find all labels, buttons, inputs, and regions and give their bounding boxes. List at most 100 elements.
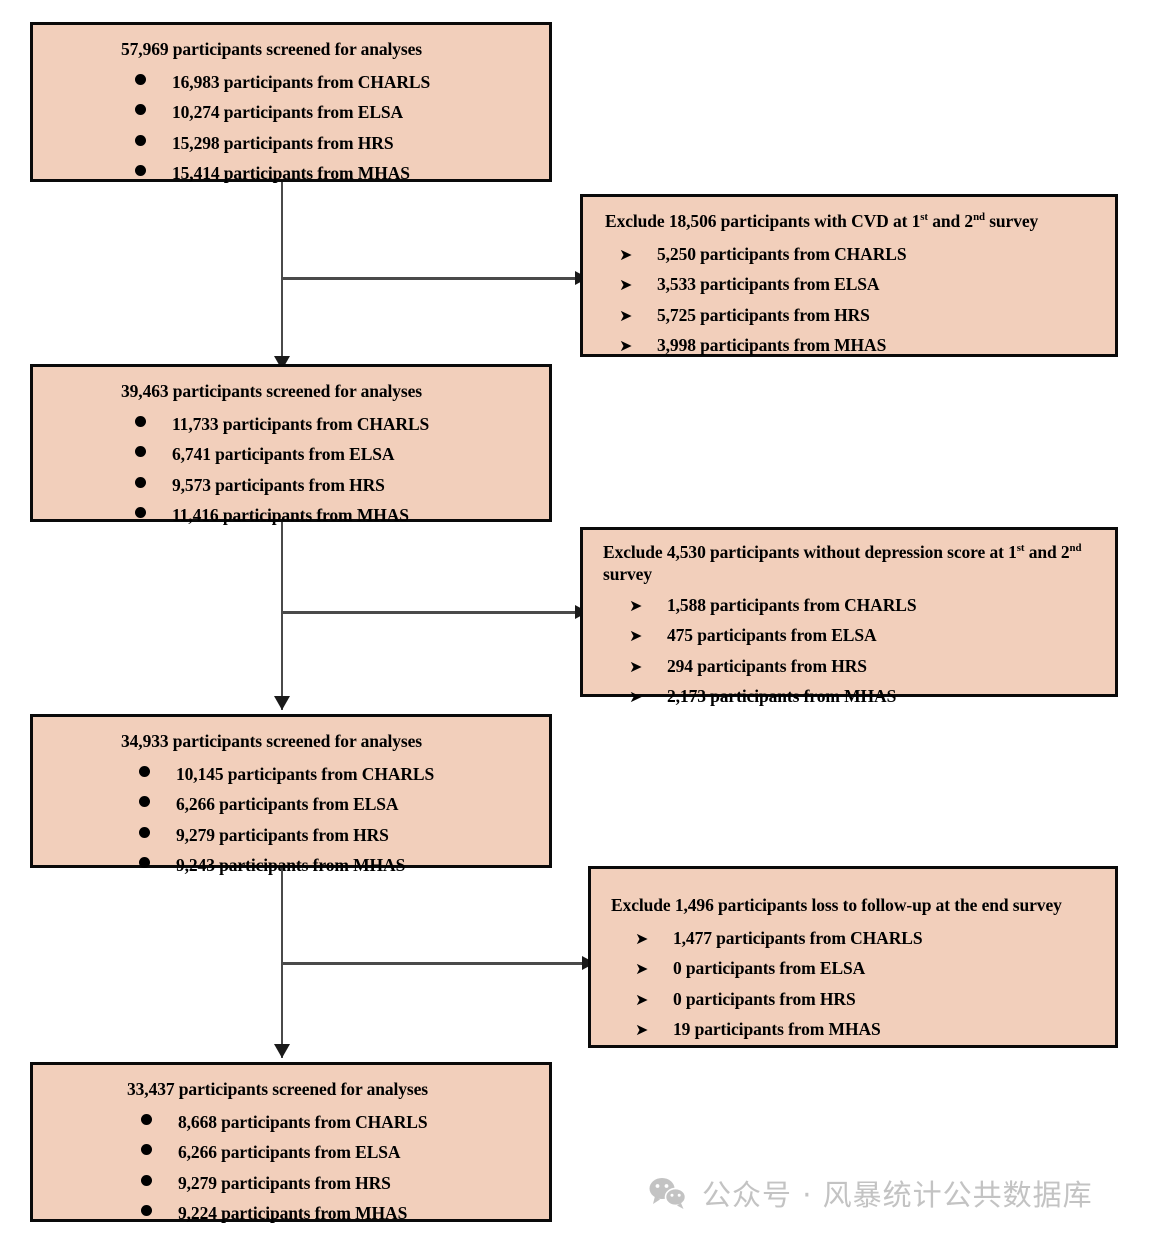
filled-circle-bullet-icon xyxy=(135,507,146,519)
list-item: 9,279 participants from HRS xyxy=(43,1174,539,1193)
list-item: 9,279 participants from HRS xyxy=(43,826,539,845)
connector-horizontal-3 xyxy=(281,962,584,965)
list-item: 10,145 participants from CHARLS xyxy=(43,765,539,784)
list-item: 8,668 participants from CHARLS xyxy=(43,1113,539,1132)
list-item: ➤2,173 participants from MHAS xyxy=(629,686,897,707)
exclusion-box-1: Exclude 18,506 participants with CVD at … xyxy=(580,194,1118,357)
list-item: 9,224 participants from MHAS xyxy=(43,1205,539,1223)
filled-circle-bullet-icon xyxy=(135,73,146,85)
list-item: 10,274 participants from ELSA xyxy=(43,104,539,122)
exclusion-box-1-title: Exclude 18,506 participants with CVD at … xyxy=(593,211,1105,233)
ordinal-suffix: nd xyxy=(1069,542,1082,555)
list-item: 9,243 participants from MHAS xyxy=(43,857,539,875)
filled-circle-bullet-icon xyxy=(135,104,146,116)
connector-horizontal-1 xyxy=(281,277,577,280)
list-item: 6,266 participants from ELSA xyxy=(43,1144,539,1162)
list-item: 9,573 participants from HRS xyxy=(43,476,539,495)
list-item: ➤294 participants from HRS xyxy=(629,655,867,676)
ordinal-suffix: st xyxy=(920,211,928,224)
connector-vertical-1 xyxy=(281,182,283,370)
watermark-text: 公众号 · 风暴统计公共数据库 xyxy=(702,1178,1093,1212)
arrowhead-bullet-icon: ➤ xyxy=(635,989,649,1009)
arrowhead-bullet-icon: ➤ xyxy=(629,626,643,646)
arrowhead-bullet-icon: ➤ xyxy=(619,275,633,295)
exclusion-box-3-list: ➤1,477 participants from CHARLS ➤0 parti… xyxy=(601,927,1105,1040)
list-item: 11,416 participants from MHAS xyxy=(43,507,539,525)
filled-circle-bullet-icon xyxy=(135,165,146,177)
exclusion-box-3-title: Exclude 1,496 participants loss to follo… xyxy=(611,895,1062,915)
main-box-2-title: 39,463 participants screened for analyse… xyxy=(121,381,423,401)
filled-circle-bullet-icon xyxy=(139,826,150,838)
list-item: ➤3,533 participants from ELSA xyxy=(619,274,880,295)
filled-circle-bullet-icon xyxy=(141,1113,152,1125)
connector-horizontal-2 xyxy=(281,611,577,614)
arrowhead-bullet-icon: ➤ xyxy=(619,305,633,325)
filled-circle-bullet-icon xyxy=(135,415,146,427)
arrowhead-bullet-icon: ➤ xyxy=(629,595,643,615)
exclusion-box-3: Exclude 1,496 participants loss to follo… xyxy=(588,866,1118,1048)
connector-arrowhead-down-2 xyxy=(274,696,290,710)
filled-circle-bullet-icon xyxy=(141,1174,152,1186)
main-box-4-list: 8,668 participants from CHARLS 6,266 par… xyxy=(43,1113,539,1223)
main-box-4-title: 33,437 participants screened for analyse… xyxy=(127,1079,429,1099)
main-box-4-content: 33,437 participants screened for analyse… xyxy=(33,1065,549,1233)
watermark: 公众号 · 风暴统计公共数据库 xyxy=(648,1172,1093,1214)
main-box-3-content: 34,933 participants screened for analyse… xyxy=(33,717,549,885)
main-box-3-list: 10,145 participants from CHARLS 6,266 pa… xyxy=(43,765,539,875)
list-item: ➤3,998 participants from MHAS xyxy=(619,335,887,356)
exclusion-box-1-list: ➤5,250 participants from CHARLS ➤3,533 p… xyxy=(593,243,1105,356)
main-box-1: 57,969 participants screened for analyse… xyxy=(30,22,552,182)
exclusion-box-2: Exclude 4,530 participants without depre… xyxy=(580,527,1118,705)
exclusion-box-2-list: ➤1,588 participants from CHARLS ➤475 par… xyxy=(593,594,1105,707)
filled-circle-bullet-icon xyxy=(139,857,150,869)
list-item: ➤5,250 participants from CHARLS xyxy=(619,243,907,264)
filled-circle-bullet-icon xyxy=(135,476,146,488)
filled-circle-bullet-icon xyxy=(135,134,146,146)
exclusion-box-3-content: Exclude 1,496 participants loss to follo… xyxy=(591,869,1115,1049)
main-box-2: 39,463 participants screened for analyse… xyxy=(30,364,552,524)
exclusion-box-2-content: Exclude 4,530 participants without depre… xyxy=(583,530,1115,716)
ordinal-suffix: nd xyxy=(973,211,985,224)
filled-circle-bullet-icon xyxy=(141,1144,152,1156)
main-box-2-content: 39,463 participants screened for analyse… xyxy=(33,367,549,535)
list-item: 11,733 participants from CHARLS xyxy=(43,415,539,434)
main-box-1-content: 57,969 participants screened for analyse… xyxy=(33,25,549,193)
list-item: ➤1,477 participants from CHARLS xyxy=(635,927,923,948)
title-text: survey xyxy=(984,211,1039,231)
main-box-4: 33,437 participants screened for analyse… xyxy=(30,1062,552,1222)
arrowhead-bullet-icon: ➤ xyxy=(635,959,649,979)
arrowhead-bullet-icon: ➤ xyxy=(619,336,633,356)
title-text: and 2 xyxy=(1024,542,1070,562)
main-box-3-title: 34,933 participants screened for analyse… xyxy=(121,731,423,751)
main-box-1-title: 57,969 participants screened for analyse… xyxy=(121,39,423,59)
arrowhead-bullet-icon: ➤ xyxy=(619,244,633,264)
list-item: 15,298 participants from HRS xyxy=(43,134,539,153)
filled-circle-bullet-icon xyxy=(141,1205,152,1217)
wechat-icon xyxy=(649,1178,687,1209)
main-box-3: 34,933 participants screened for analyse… xyxy=(30,714,552,874)
exclusion-box-1-content: Exclude 18,506 participants with CVD at … xyxy=(583,197,1115,365)
filled-circle-bullet-icon xyxy=(139,765,150,777)
arrowhead-bullet-icon: ➤ xyxy=(629,656,643,676)
list-item: ➤1,588 participants from CHARLS xyxy=(629,594,917,615)
main-box-2-list: 11,733 participants from CHARLS 6,741 pa… xyxy=(43,415,539,525)
list-item: ➤0 participants from ELSA xyxy=(635,958,866,979)
list-item: ➤19 participants from MHAS xyxy=(635,1019,881,1040)
connector-arrowhead-down-3 xyxy=(274,1044,290,1058)
list-item: ➤0 participants from HRS xyxy=(635,988,856,1009)
filled-circle-bullet-icon xyxy=(139,796,150,808)
list-item: 15,414 participants from MHAS xyxy=(43,165,539,183)
ordinal-suffix: st xyxy=(1016,542,1025,555)
arrowhead-bullet-icon: ➤ xyxy=(635,928,649,948)
title-text: and 2 xyxy=(927,211,974,231)
title-text: survey xyxy=(603,563,652,584)
exclusion-box-2-title: Exclude 4,530 participants without depre… xyxy=(593,542,1105,586)
title-text: Exclude 18,506 participants with CVD at … xyxy=(605,211,921,231)
title-text: Exclude 4,530 participants without depre… xyxy=(603,542,1017,562)
list-item: 6,741 participants from ELSA xyxy=(43,446,539,464)
list-item: 6,266 participants from ELSA xyxy=(43,796,539,814)
main-box-1-list: 16,983 participants from CHARLS 10,274 p… xyxy=(43,73,539,183)
connector-vertical-2 xyxy=(281,522,283,710)
list-item: 16,983 participants from CHARLS xyxy=(43,73,539,92)
